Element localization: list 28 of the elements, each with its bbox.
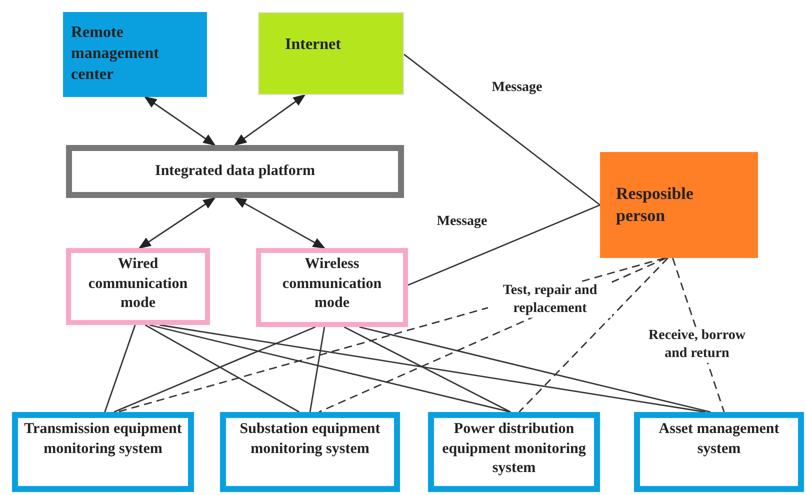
dashed-line: [518, 258, 668, 412]
connector-line: [359, 326, 711, 413]
connector-line: [144, 324, 300, 413]
arrow: [234, 197, 326, 249]
connector-line: [344, 326, 511, 413]
edge-label: Message: [490, 78, 544, 98]
process-box: Power distribution equipment monitoring system: [428, 412, 600, 492]
arrow: [138, 197, 216, 249]
process-box: Substation equipment monitoring system: [220, 412, 400, 492]
process-box: Wireless communication mode: [256, 248, 408, 327]
process-box: Resposible person: [600, 152, 758, 258]
arrow: [144, 96, 216, 146]
edge-label: Message: [434, 212, 490, 232]
process-box: Integrated data platform: [66, 145, 404, 198]
process-box: Remote management center: [63, 12, 207, 97]
edge-label: Test, repair and replacement: [488, 282, 612, 318]
connector-line: [149, 324, 511, 413]
connector-line: [404, 54, 600, 206]
process-box: Wired communication mode: [66, 248, 210, 325]
connector-line: [114, 326, 316, 413]
process-box: Internet: [258, 12, 404, 95]
process-box: Transmission equipment monitoring system: [12, 412, 194, 492]
process-box: Asset management system: [634, 412, 804, 492]
connector-line: [408, 204, 600, 286]
connector-line: [159, 324, 706, 413]
arrow: [234, 94, 306, 146]
connector-line: [309, 326, 326, 412]
connector-line: [104, 324, 136, 412]
